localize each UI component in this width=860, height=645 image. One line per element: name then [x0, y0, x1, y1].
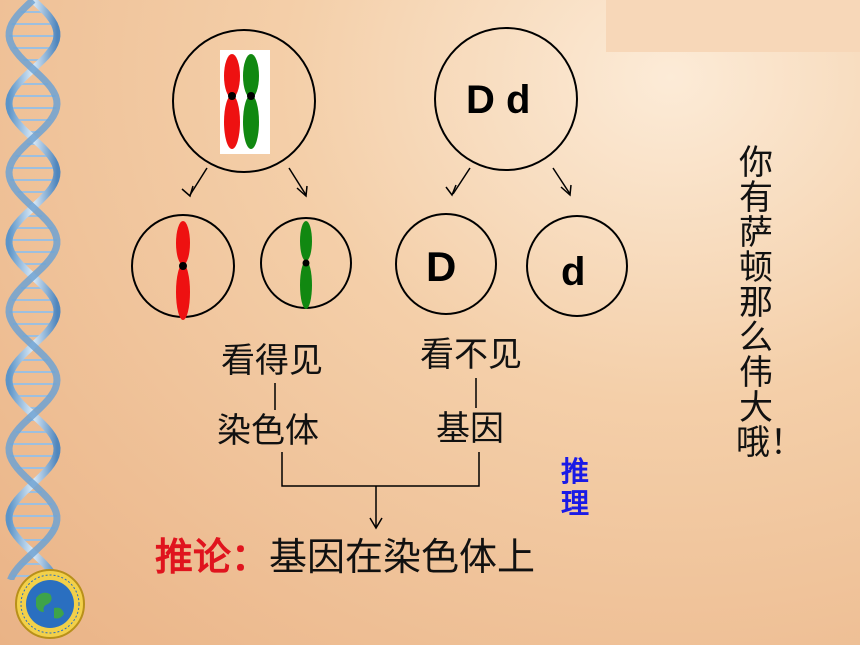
green-chromatid-top — [243, 54, 259, 98]
red-chromatid-bottom — [224, 95, 240, 149]
globe-emblem-icon — [15, 569, 85, 639]
conclusion-text: 基因在染色体上 — [269, 535, 536, 579]
green-chromosome-bottom — [300, 261, 312, 309]
red-chromosome-bottom — [176, 264, 190, 320]
pair-circle-label: D d — [466, 78, 531, 122]
red-chromosome-top — [176, 221, 190, 265]
green-centromere — [247, 92, 255, 100]
parent-cell-chromosome — [172, 29, 316, 173]
conclusion: 推论：基因在染色体上 — [155, 538, 535, 576]
recessive-allele-label: d — [561, 250, 586, 294]
green-chromatid-bottom — [243, 95, 259, 149]
visible-label: 看得见 — [221, 341, 323, 381]
split-arrows — [181, 167, 572, 198]
gene-label: 基因 — [436, 409, 504, 449]
dominant-allele-label: D — [426, 243, 457, 290]
red-chromosome-centromere — [179, 262, 187, 270]
side-vertical-text: 你有萨顿那么伟大哦！ — [736, 143, 804, 463]
red-centromere — [228, 92, 236, 100]
parent-cell-gene — [434, 27, 578, 171]
daughter-cell-D — [395, 213, 497, 315]
corner-panel — [606, 0, 860, 52]
reasoning-connectors — [274, 378, 480, 530]
dna-helix-icon — [5, 0, 61, 580]
chromosome-label: 染色体 — [217, 411, 319, 451]
red-chromatid-top — [224, 54, 240, 98]
green-chromosome-top — [300, 221, 312, 261]
reasoning-label: 推理 — [560, 455, 589, 520]
daughter-cell-d — [526, 215, 628, 317]
invisible-label: 看不见 — [420, 335, 522, 375]
green-chromosome-centromere — [302, 259, 310, 267]
conclusion-key: 推论： — [155, 535, 270, 579]
